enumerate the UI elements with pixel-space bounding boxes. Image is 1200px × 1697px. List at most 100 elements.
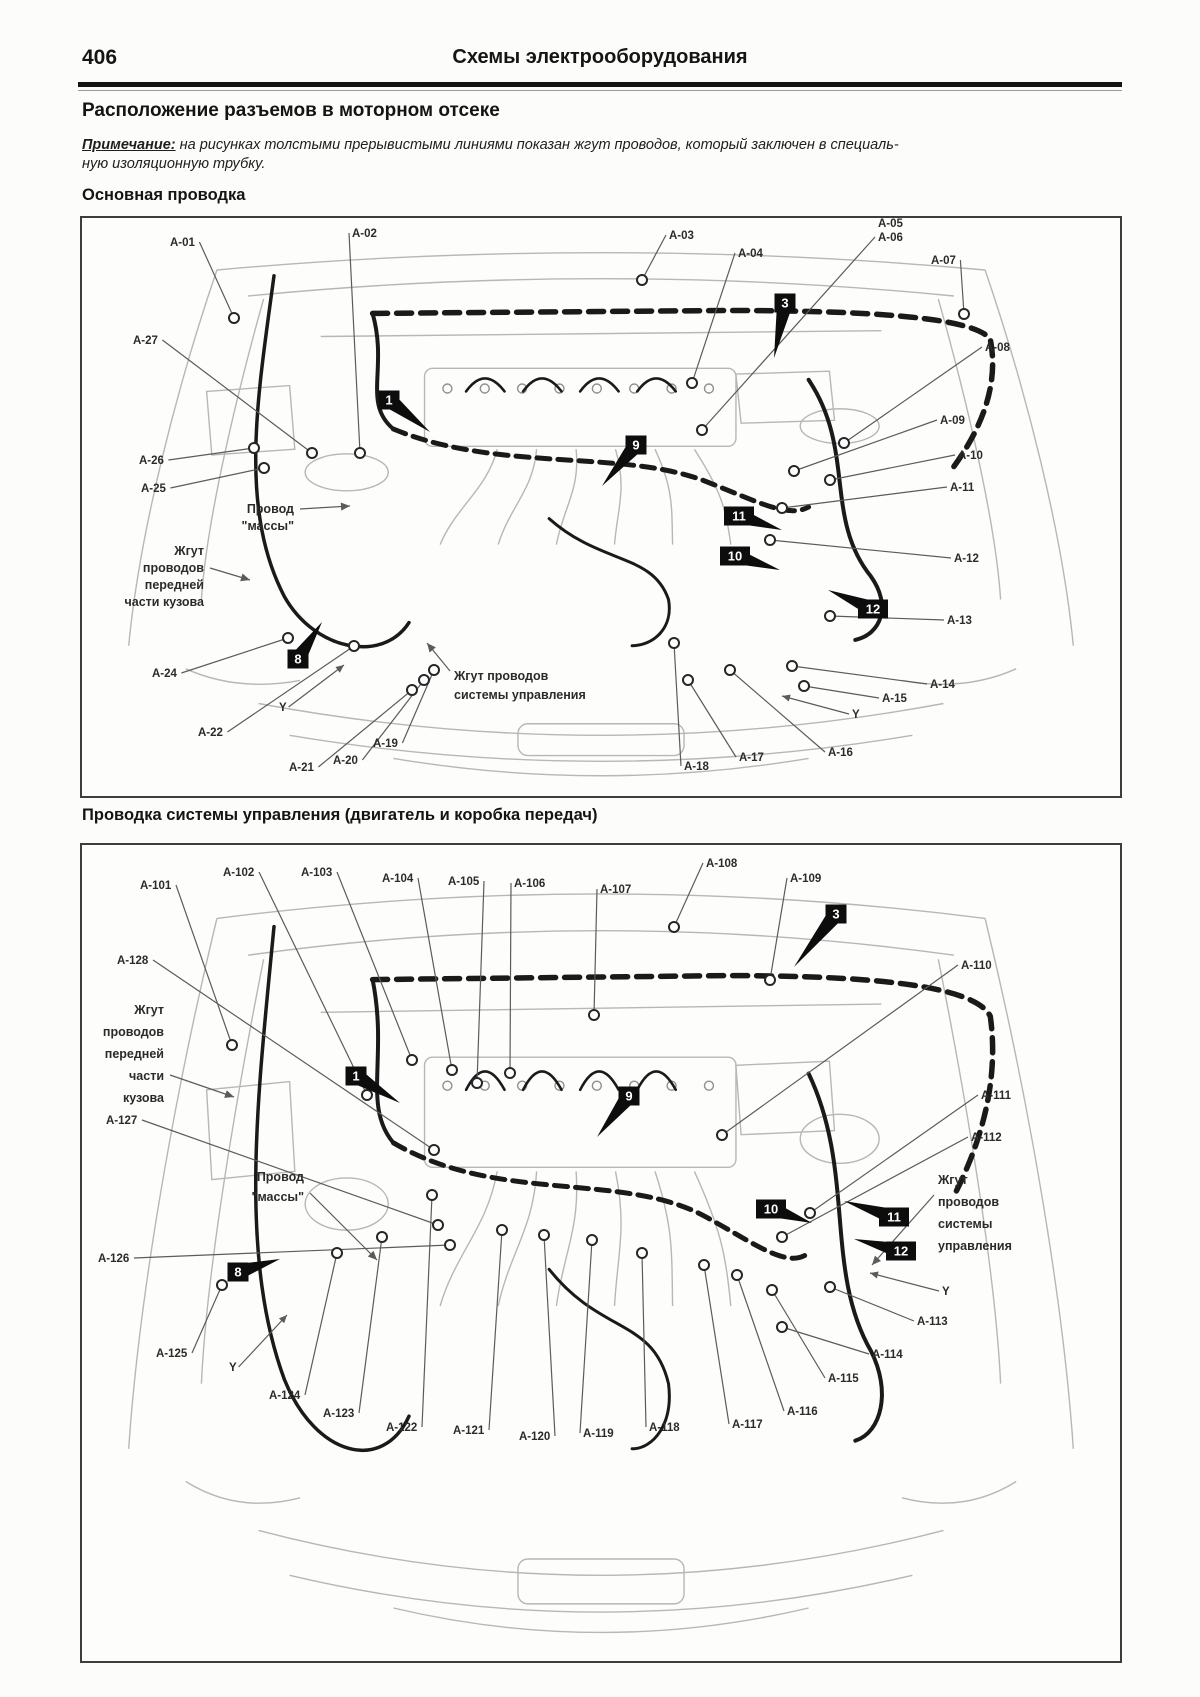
connector-label: A-18 — [684, 761, 710, 773]
annotation-text: проводов — [143, 561, 204, 575]
connector — [786, 660, 798, 672]
sketch-line — [555, 1171, 578, 1307]
callout-box — [724, 506, 754, 526]
connector — [824, 1281, 836, 1293]
connector-label: A-15 — [882, 693, 908, 705]
connector-label: A-115 — [828, 1373, 859, 1385]
sketch-line — [205, 1080, 296, 1181]
connector — [731, 1269, 743, 1281]
leader-line — [736, 1274, 785, 1412]
annotation-leader — [309, 1192, 378, 1261]
connector — [804, 1207, 816, 1219]
callout-number: 8 — [294, 652, 301, 667]
callout-box — [287, 649, 309, 669]
connector-label: A-113 — [917, 1316, 948, 1328]
callout-number: 8 — [234, 1265, 241, 1280]
sketch-line — [304, 1177, 389, 1231]
connector-label: A-17 — [739, 752, 764, 764]
leader-arrowhead — [427, 643, 436, 653]
leader-line — [803, 685, 880, 699]
leader-line — [170, 467, 265, 489]
connector-label: A-117 — [732, 1419, 763, 1431]
connector-label: A-112 — [971, 1132, 1002, 1144]
sketch-line — [248, 930, 954, 956]
connector-label: A-08 — [985, 342, 1011, 354]
sketch-line — [320, 1003, 882, 1013]
annotation-leader — [169, 1074, 235, 1098]
connector — [798, 680, 810, 692]
callout-box — [756, 1199, 786, 1219]
sketch-line — [205, 384, 296, 456]
annotation-text: Провод — [247, 502, 294, 516]
sketch-line — [937, 298, 1002, 600]
connector-label: A-108 — [706, 858, 738, 870]
annotation-text: Провод — [257, 1170, 304, 1184]
sketch-line — [497, 449, 538, 545]
annotation-text: передней — [105, 1047, 164, 1061]
connector — [354, 447, 366, 459]
connector-label: A-20 — [333, 755, 358, 767]
leader-line — [288, 664, 345, 708]
leader-line — [829, 454, 956, 481]
connector-label: A-09 — [940, 415, 965, 427]
connector — [636, 1247, 648, 1259]
leader-line — [421, 1194, 433, 1428]
connector — [588, 1009, 600, 1021]
sketch-line — [200, 959, 265, 1384]
connector-label: A-22 — [198, 727, 223, 739]
harness-path — [806, 1071, 884, 1443]
connector-label: A-02 — [352, 228, 377, 240]
callout-box — [886, 1241, 916, 1261]
callout-number: 3 — [832, 907, 839, 922]
harness-path — [636, 377, 678, 393]
callout-number: 12 — [894, 1244, 908, 1259]
connector-label: A-120 — [519, 1431, 550, 1443]
connector — [586, 1234, 598, 1246]
coil-circle — [554, 383, 565, 394]
connector-label: A-04 — [738, 248, 764, 260]
connector-label: Y — [852, 709, 860, 721]
leader-line — [809, 1094, 979, 1214]
connector-label: A-101 — [140, 880, 172, 892]
connector — [636, 274, 648, 286]
leader-line — [238, 1314, 288, 1368]
leader-line — [673, 862, 704, 928]
wiring-harnesses — [253, 274, 996, 649]
annotation-text: проводов — [103, 1025, 164, 1039]
leader-line — [509, 882, 512, 1074]
page-number: 406 — [82, 46, 118, 69]
leader-line — [175, 884, 233, 1046]
sketch-line — [128, 269, 218, 646]
annotation-text: Жгут проводов — [453, 669, 549, 683]
connector-label: A-106 — [514, 878, 545, 890]
annotation-text: части кузова — [125, 595, 206, 609]
leader-line — [336, 871, 413, 1061]
callout-number: 10 — [764, 1202, 778, 1217]
leader-line — [791, 665, 928, 685]
leader-arrowhead — [278, 1315, 287, 1324]
leader-line — [769, 539, 952, 559]
sketch-line — [984, 918, 1074, 1449]
connector-label: A-119 — [583, 1428, 614, 1440]
sketch-line — [799, 408, 880, 445]
callout-number: 3 — [781, 296, 788, 311]
connector-label: A-110 — [961, 960, 992, 972]
connector-label: A-26 — [139, 455, 164, 467]
note-line2: ную изоляционную трубку. — [82, 156, 266, 172]
leader-line — [181, 637, 289, 674]
connector — [406, 1054, 418, 1066]
connector-label: A-121 — [453, 1425, 485, 1437]
callout-box — [774, 293, 796, 313]
harness-path — [369, 972, 996, 1199]
connector-label: A-125 — [156, 1348, 188, 1360]
leader-line — [781, 486, 948, 509]
license-plate-recess — [517, 723, 685, 757]
connector — [428, 664, 440, 676]
connector — [668, 921, 680, 933]
connector — [686, 377, 698, 389]
sketch-line — [289, 1574, 913, 1613]
